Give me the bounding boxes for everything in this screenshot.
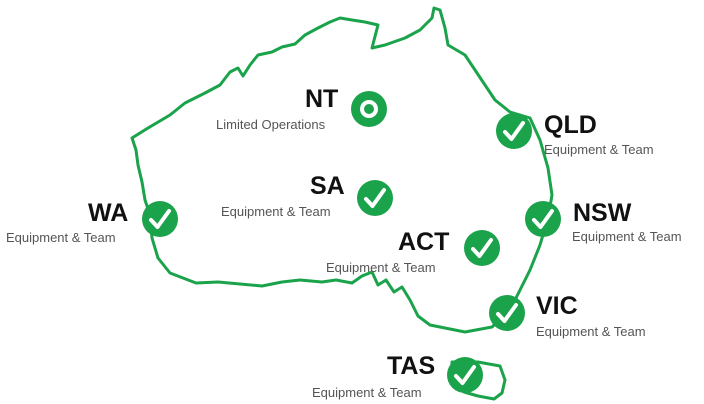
region-status: Equipment & Team [326, 260, 436, 275]
region-status: Equipment & Team [544, 142, 654, 157]
circle-dot-icon [351, 91, 387, 127]
region-status: Equipment & Team [6, 230, 116, 245]
check-circle-icon [464, 230, 500, 266]
region-code: WA [88, 199, 129, 227]
region-code: ACT [398, 228, 450, 256]
check-circle-icon [357, 180, 393, 216]
region-status: Equipment & Team [536, 324, 646, 339]
region-code: QLD [544, 111, 597, 139]
check-circle-icon [525, 201, 561, 237]
region-status: Limited Operations [216, 117, 326, 132]
region-code: VIC [536, 292, 578, 320]
mainland-outline [130, 6, 554, 334]
region-code: TAS [387, 352, 436, 380]
check-circle-icon [489, 295, 525, 331]
region-status: Equipment & Team [572, 229, 682, 244]
check-circle-icon [447, 357, 483, 393]
check-circle-icon [496, 113, 532, 149]
region-code: SA [310, 172, 345, 200]
check-circle-icon [142, 201, 178, 237]
region-code: NSW [573, 199, 632, 227]
region-status: Equipment & Team [221, 204, 331, 219]
region-status: Equipment & Team [312, 385, 422, 400]
region-code: NT [305, 85, 339, 113]
